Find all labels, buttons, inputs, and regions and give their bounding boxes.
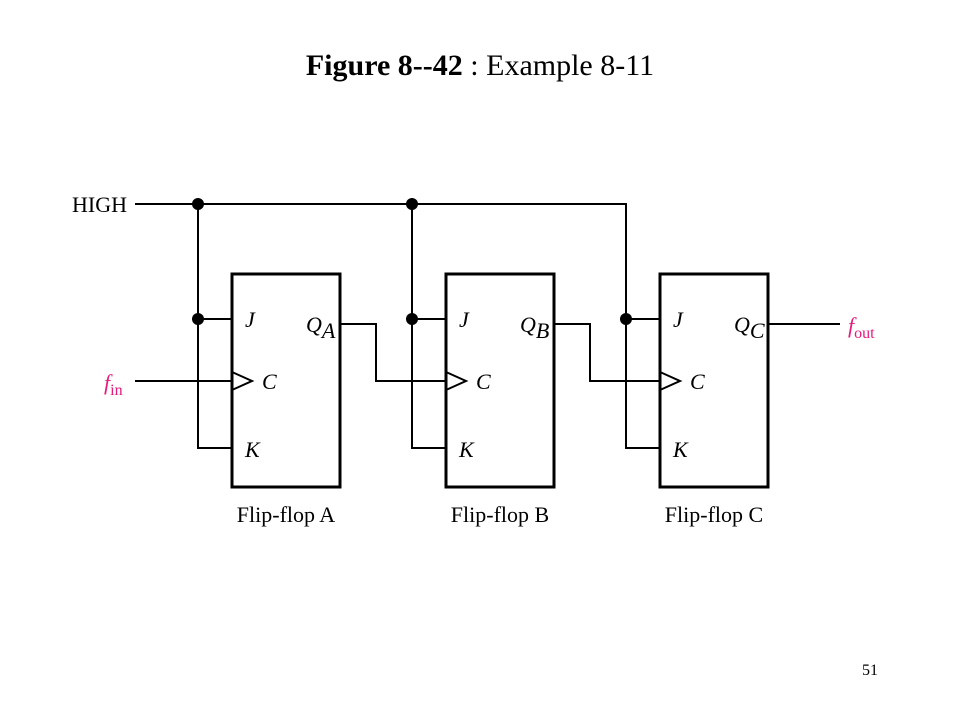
qa-to-cb-wire: [340, 323, 446, 382]
output-f: f: [848, 313, 857, 338]
flipflop-b-k-pin: K: [458, 437, 475, 462]
flipflop-b-q-pin: QB: [520, 312, 549, 343]
high-drop-b: [411, 204, 446, 449]
flipflop-a-k-pin: K: [244, 437, 261, 462]
flipflop-c-box: [658, 272, 770, 489]
high-label: HIGH: [72, 192, 127, 217]
flipflop-b-caption: Flip-flop B: [451, 502, 549, 527]
flipflop-a-box: [230, 272, 342, 489]
clock-triangle-a: [231, 371, 255, 391]
junction-dot: [406, 198, 418, 210]
output-frequency-label: fout: [848, 313, 875, 342]
figure-number: Figure 8--42: [305, 49, 463, 82]
flipflop-b-c-pin: C: [476, 369, 491, 394]
flipflop-c-c-pin: C: [690, 369, 705, 394]
junction-dot: [192, 198, 204, 210]
flipflop-a-caption: Flip-flop A: [237, 502, 336, 527]
input-f: f: [104, 370, 113, 395]
slide-title: Figure 8--42 : Example 8-11: [0, 48, 960, 84]
clock-triangle-c: [659, 371, 683, 391]
flipflop-c-q-pin: QC: [734, 312, 765, 343]
high-drop-c: [625, 319, 660, 449]
input-sub: in: [110, 382, 122, 399]
flipflop-c-j-pin: J: [673, 307, 684, 332]
flipflop-b-j-pin: J: [459, 307, 470, 332]
junction-dot: [620, 313, 632, 325]
junction-dot: [406, 313, 418, 325]
high-drop-a: [197, 204, 232, 449]
qb-to-cc-wire: [554, 323, 660, 382]
flipflop-a-c-pin: C: [262, 369, 277, 394]
junction-dot: [192, 313, 204, 325]
flipflop-a-j-pin: J: [245, 307, 256, 332]
flipflop-c-caption: Flip-flop C: [665, 502, 763, 527]
flipflop-a-q-pin: QA: [306, 312, 336, 343]
figure-caption: : Example 8-11: [470, 49, 655, 82]
output-sub: out: [854, 325, 875, 342]
page-number: 51: [862, 662, 878, 679]
high-wire: [135, 203, 627, 319]
flipflop-b-box: [444, 272, 556, 489]
flipflop-c-k-pin: K: [672, 437, 689, 462]
clock-triangle-b: [445, 371, 469, 391]
input-frequency-label: fin: [104, 370, 123, 399]
